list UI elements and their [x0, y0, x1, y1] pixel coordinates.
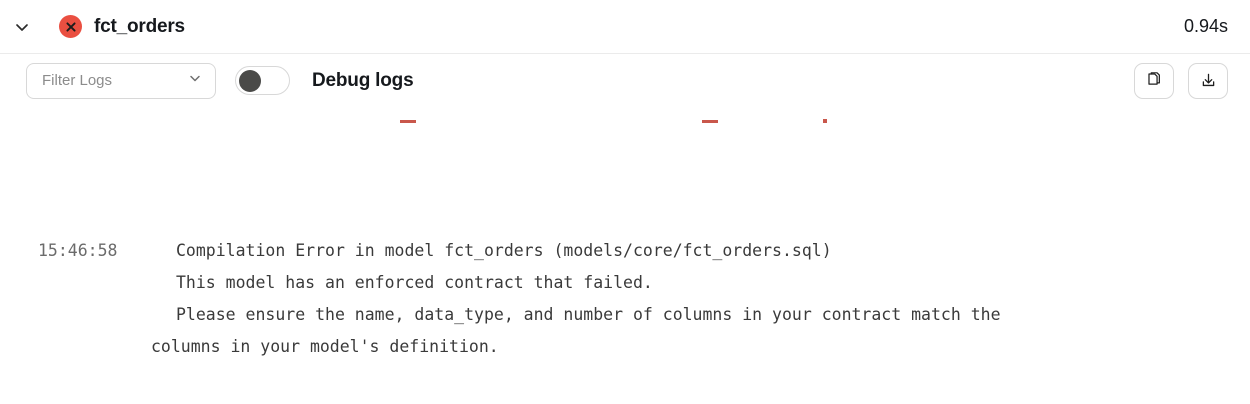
status-badge [59, 15, 82, 38]
copy-icon [1145, 71, 1164, 90]
log-message-line: Please ensure the name, data_type, and n… [176, 305, 1001, 324]
copy-logs-button[interactable] [1134, 62, 1174, 99]
clipped-text-fragment [702, 120, 718, 123]
clipped-text-fragment [823, 119, 827, 123]
log-entry-row: 15:46:58 Compilation Error in model fct_… [0, 235, 1250, 267]
clipped-previous-log-line [0, 107, 1250, 127]
debug-logs-toggle[interactable] [235, 66, 290, 95]
log-message-line: Compilation Error in model fct_orders (m… [176, 241, 832, 260]
node-header: fct_orders 0.94s [0, 0, 1250, 54]
debug-logs-label: Debug logs [312, 69, 414, 91]
download-icon [1199, 71, 1218, 90]
log-table-header: | column_name | definition_type | contra… [176, 396, 901, 404]
log-timestamp: 15:46:58 [38, 241, 118, 260]
toggle-knob [239, 69, 261, 92]
chevron-down-icon [13, 18, 31, 36]
download-logs-button[interactable] [1188, 62, 1228, 99]
log-entry-row: columns in your model's definition. [0, 331, 1250, 363]
log-entry-row: Please ensure the name, data_type, and n… [0, 299, 1250, 331]
filter-logs-value: Filter Logs [42, 72, 113, 89]
log-message-line: This model has an enforced contract that… [176, 273, 653, 292]
clipped-text-fragment [400, 120, 416, 123]
chevron-down-icon [187, 70, 203, 91]
run-duration: 0.94s [1183, 16, 1228, 36]
log-toolbar: Filter Logs Debug logs [0, 54, 1250, 107]
error-circle-x-icon [64, 20, 78, 34]
log-table-header-row: | column_name | definition_type | contra… [0, 396, 1250, 404]
page-title: fct_orders [94, 15, 185, 37]
collapse-toggle-button[interactable] [8, 13, 36, 41]
log-entry-row: This model has an enforced contract that… [0, 267, 1250, 299]
filter-logs-select[interactable]: Filter Logs [26, 62, 216, 99]
log-message-line: columns in your model's definition. [151, 337, 499, 356]
log-output-panel[interactable]: 15:46:58 Compilation Error in model fct_… [0, 107, 1250, 404]
